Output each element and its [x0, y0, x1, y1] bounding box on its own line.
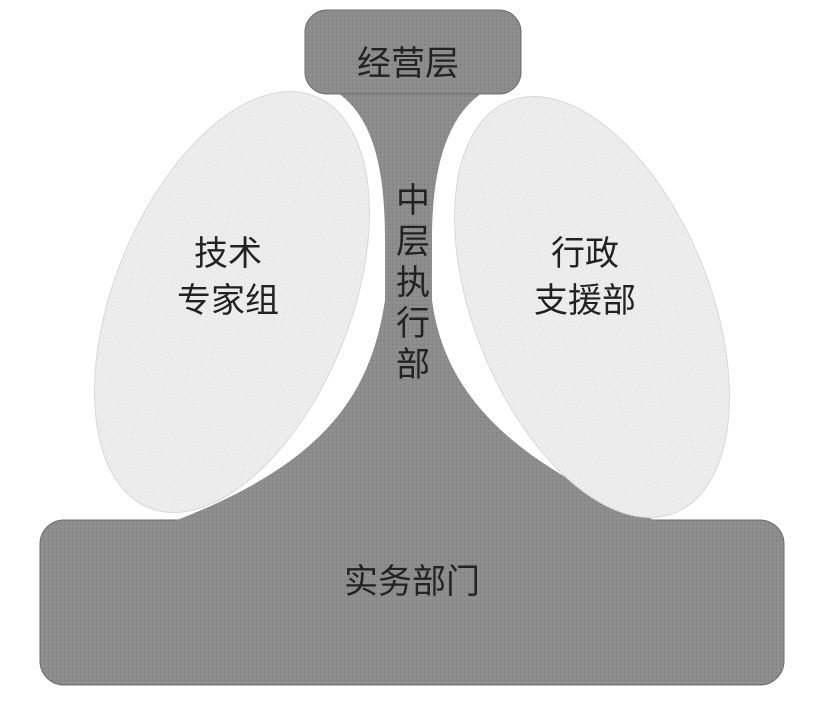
middle-label: 中 层 执 行 部	[396, 181, 430, 385]
top-cap-shape	[304, 9, 522, 95]
right-label: 行政 支援部	[534, 234, 636, 321]
middle-label-line: 行	[396, 304, 430, 344]
bottom-base-shape	[39, 519, 785, 686]
right-label-line: 支援部	[534, 281, 636, 321]
middle-stem-shape	[150, 88, 680, 530]
left-label-line: 技术	[194, 234, 262, 274]
left-ellipse-shape	[94, 90, 370, 514]
middle-label-line: 中	[396, 181, 430, 221]
left-label: 技术 专家组	[177, 234, 279, 321]
left-label-line: 专家组	[177, 281, 279, 321]
right-ellipse-shape	[454, 95, 730, 519]
middle-label-line: 层	[396, 222, 430, 262]
middle-label-line: 执	[396, 263, 430, 303]
right-label-line: 行政	[551, 234, 619, 274]
middle-label-line: 部	[396, 345, 430, 385]
bottom-label: 实务部门	[344, 562, 480, 602]
top-label: 经营层	[357, 44, 459, 84]
operating-core-shape	[39, 9, 785, 686]
